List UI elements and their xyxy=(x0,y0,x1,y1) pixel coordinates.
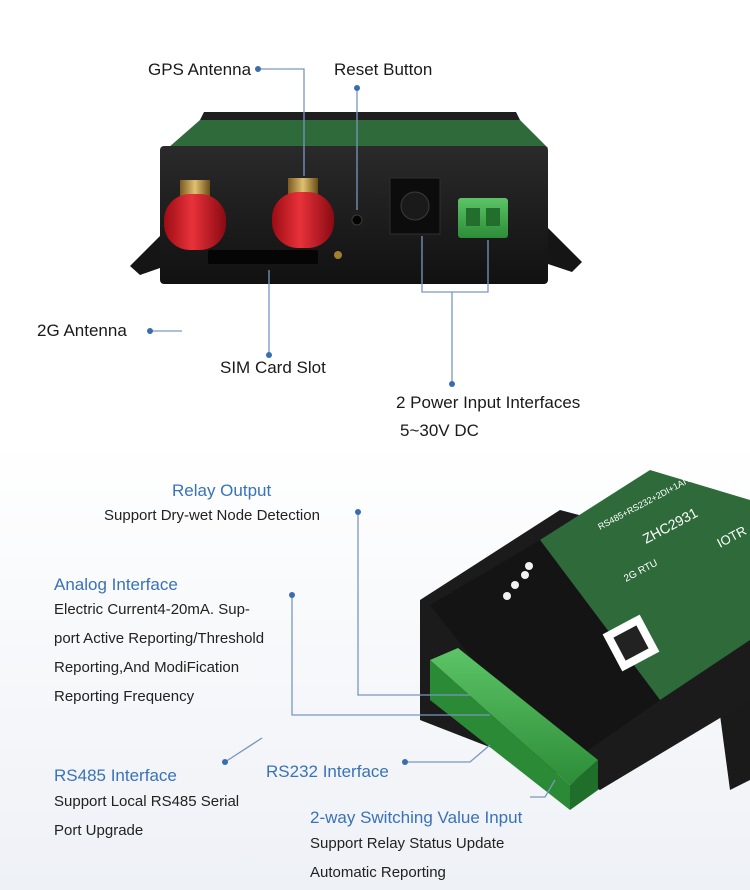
rs485-desc-line-2: Port Upgrade xyxy=(54,822,144,839)
device-front-face xyxy=(160,146,548,284)
relay-output-desc: Support Dry-wet Node Detection xyxy=(104,507,320,524)
gps-antenna-label: GPS Antenna xyxy=(148,60,252,79)
top-leader-dots xyxy=(147,66,455,387)
antenna-2g xyxy=(164,194,226,250)
top-leader-lines xyxy=(150,68,489,384)
rs485-interface-title: RS485 Interface xyxy=(54,766,177,785)
reset-hole xyxy=(351,214,363,226)
power-terminal xyxy=(458,198,508,238)
sim-slot-label: SIM Card Slot xyxy=(220,358,326,377)
antenna-2g-label: 2G Antenna xyxy=(37,321,127,340)
device-label-panel xyxy=(540,470,750,700)
power-interfaces-label: 2 Power Input Interfaces xyxy=(396,393,581,412)
analog-desc-line-4: Reporting Frequency xyxy=(54,688,195,705)
analog-desc-line-1: Electric Current4-20mA. Sup- xyxy=(54,601,250,618)
terminal-block xyxy=(430,648,598,785)
antenna-gps xyxy=(272,192,334,248)
rs485-desc-line-1: Support Local RS485 Serial xyxy=(54,793,240,810)
bottom-leader-dots xyxy=(222,509,408,765)
analog-interface-title: Analog Interface xyxy=(54,575,178,594)
bottom-device xyxy=(420,470,750,810)
top-device xyxy=(130,112,582,284)
sim-slot xyxy=(208,250,318,264)
switching-desc-line-2: Automatic Reporting xyxy=(310,864,446,881)
switching-input-title: 2-way Switching Value Input xyxy=(310,808,523,827)
analog-desc-line-2: port Active Reporting/Threshold xyxy=(54,630,265,647)
bottom-leader-lines xyxy=(224,512,556,798)
rs232-interface-title: RS232 Interface xyxy=(266,762,389,781)
relay-output-title: Relay Output xyxy=(172,481,272,500)
status-led xyxy=(334,251,342,259)
device-top-panel xyxy=(168,120,548,148)
led-indicators xyxy=(503,562,533,600)
power-range-label: 5~30V DC xyxy=(400,421,479,440)
reset-button-label: Reset Button xyxy=(334,60,433,79)
analog-desc-line-3: Reporting,And ModiFication xyxy=(54,659,240,676)
switching-desc-line-1: Support Relay Status Update xyxy=(310,835,505,852)
